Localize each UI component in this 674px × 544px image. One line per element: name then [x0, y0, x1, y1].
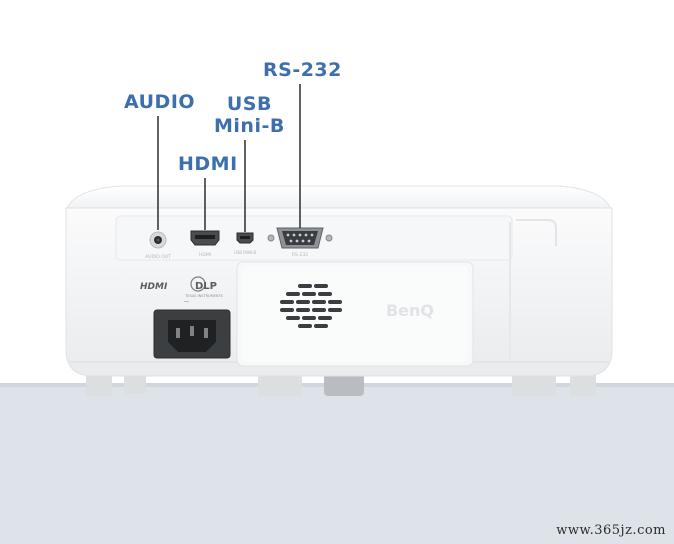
leader-lines — [157, 84, 301, 232]
audio-port-text: AUDIO OUT — [145, 254, 171, 260]
usb-label: USB Mini-B — [214, 93, 285, 137]
audio-port — [149, 231, 167, 249]
audio-label: AUDIO — [124, 91, 196, 113]
dlp-logo-mark — [190, 276, 206, 292]
brand-logo: BenQ — [386, 301, 434, 320]
usb-port-text: USB MINI-B — [234, 250, 257, 255]
hdmi-port — [190, 230, 220, 246]
hdmi-logo: HDMI — [140, 282, 168, 292]
rs232-port — [267, 227, 333, 249]
hdmi-port-text: HDMI — [199, 252, 211, 258]
rs232-label: RS-232 — [263, 59, 342, 81]
usb-port — [236, 232, 254, 244]
power-symbol: ~ — [183, 297, 190, 306]
speaker-grille — [280, 284, 342, 328]
watermark: www.365jz.com — [556, 523, 666, 538]
dlp-logo: DLP — [195, 281, 217, 292]
power-inlet — [153, 309, 231, 359]
rs232-port-text: RS-232 — [292, 252, 308, 258]
projector-top — [65, 185, 613, 213]
dlp-logo-sub: TEXAS INSTRUMENTS — [184, 294, 223, 298]
usb-label-line2: Mini-B — [214, 115, 285, 137]
hdmi-label: HDMI — [178, 153, 238, 175]
floor — [0, 385, 674, 544]
usb-label-line1: USB — [226, 93, 272, 115]
